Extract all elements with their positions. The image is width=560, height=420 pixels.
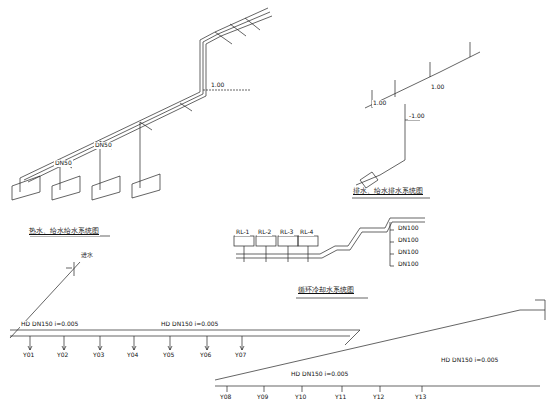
drainage-system <box>352 42 480 198</box>
pipe-label: -1.00 <box>408 113 426 120</box>
sewer-line-2 <box>215 300 545 392</box>
pipe-label: RL-2 <box>257 229 272 236</box>
pipe-label: HD DN150 i=0.005 <box>440 357 499 364</box>
drawing-title: 排水、给水排水系统图 <box>352 188 424 196</box>
pipe-label: Y01 <box>22 352 35 359</box>
pipe-label: Y12 <box>372 394 385 401</box>
pipe-label: Y03 <box>92 352 105 359</box>
pipe-label: HD DN150 i=0.005 <box>160 321 219 328</box>
pipe-label: Y11 <box>334 394 347 401</box>
pipe-label: 1.00 <box>210 82 225 89</box>
pipe-label: Y02 <box>56 352 69 359</box>
cooling-system <box>234 218 425 298</box>
pipe-label: RL-3 <box>279 229 294 236</box>
sewer-line-1 <box>10 262 360 350</box>
pipe-label: RL-1 <box>235 229 250 236</box>
pipe-label: Y06 <box>199 352 212 359</box>
pipe-label: Y07 <box>234 352 247 359</box>
pipe-label: 1.00 <box>372 100 387 107</box>
pipe-label: DN100 <box>397 249 420 256</box>
pipe-label: Y10 <box>294 394 307 401</box>
pipe-label: HD DN150 i=0.005 <box>290 371 349 378</box>
pipe-label: DN100 <box>397 237 420 244</box>
pipe-label: Y08 <box>219 394 232 401</box>
drawing-title: 循环冷却水系统图 <box>297 287 355 295</box>
pipe-label: DN50 <box>94 142 113 149</box>
drawing-title: 热水、给水给水系统图 <box>28 228 100 236</box>
pipe-label: 1.00 <box>430 84 445 91</box>
pipe-label: DN100 <box>397 261 420 268</box>
pipe-label: 进水 <box>80 252 94 259</box>
pipe-label: RL-4 <box>299 229 314 236</box>
pipe-label: DN100 <box>397 225 420 232</box>
supply-system <box>12 8 272 236</box>
pipe-label: Y04 <box>126 352 139 359</box>
pipe-label: DN50 <box>54 160 73 167</box>
pipe-label: Y05 <box>162 352 175 359</box>
pipe-label: Y09 <box>256 394 269 401</box>
pipe-label: HD DN150 i=0.005 <box>20 321 79 328</box>
pipe-label: Y13 <box>414 394 427 401</box>
